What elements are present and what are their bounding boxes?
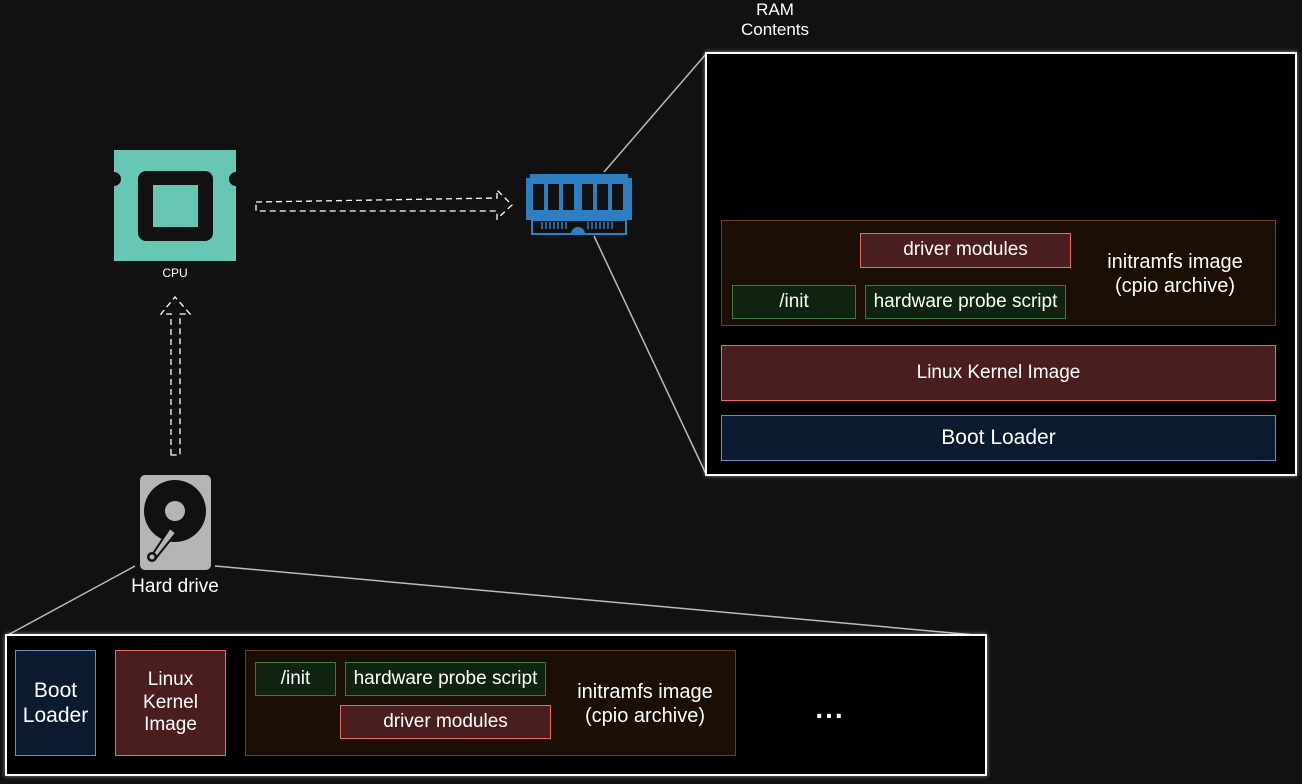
disk-driver-modules: driver modules — [340, 705, 551, 739]
ram-contents-title: RAM Contents — [740, 0, 810, 40]
disk-linux-kernel-image: Linux Kernel Image — [115, 650, 226, 756]
disk-init: /init — [255, 662, 336, 696]
disk-initramfs-label: initramfs image (cpio archive) — [577, 681, 713, 727]
ram-stick-icon — [526, 174, 632, 235]
hard-drive-label: Hard drive — [131, 576, 219, 597]
ram-driver-modules: driver modules — [860, 233, 1071, 268]
disk-to-cpu-arrow — [159, 295, 192, 456]
ram-boot-loader: Boot Loader — [721, 415, 1276, 461]
hard-drive-icon — [140, 475, 211, 570]
ram-init: /init — [732, 285, 856, 319]
ram-hardware-probe-script: hardware probe script — [865, 285, 1066, 319]
ram-linux-kernel-image: Linux Kernel Image — [721, 345, 1276, 401]
ram-initramfs-label: initramfs image (cpio archive) — [1107, 251, 1243, 297]
disk-boot-loader: Boot Loader — [15, 650, 96, 756]
cpu-label: CPU — [162, 266, 188, 280]
disk-hardware-probe-script: hardware probe script — [345, 662, 546, 696]
disk-zoom-line-right — [214, 565, 987, 637]
ram-zoom-line-top — [603, 53, 707, 173]
disk-more-ellipsis: ... — [815, 693, 845, 724]
cpu-to-ram-arrow — [255, 188, 513, 221]
ram-zoom-line-bottom — [593, 235, 707, 475]
cpu-icon — [114, 150, 236, 261]
disk-zoom-line-left — [5, 565, 136, 637]
